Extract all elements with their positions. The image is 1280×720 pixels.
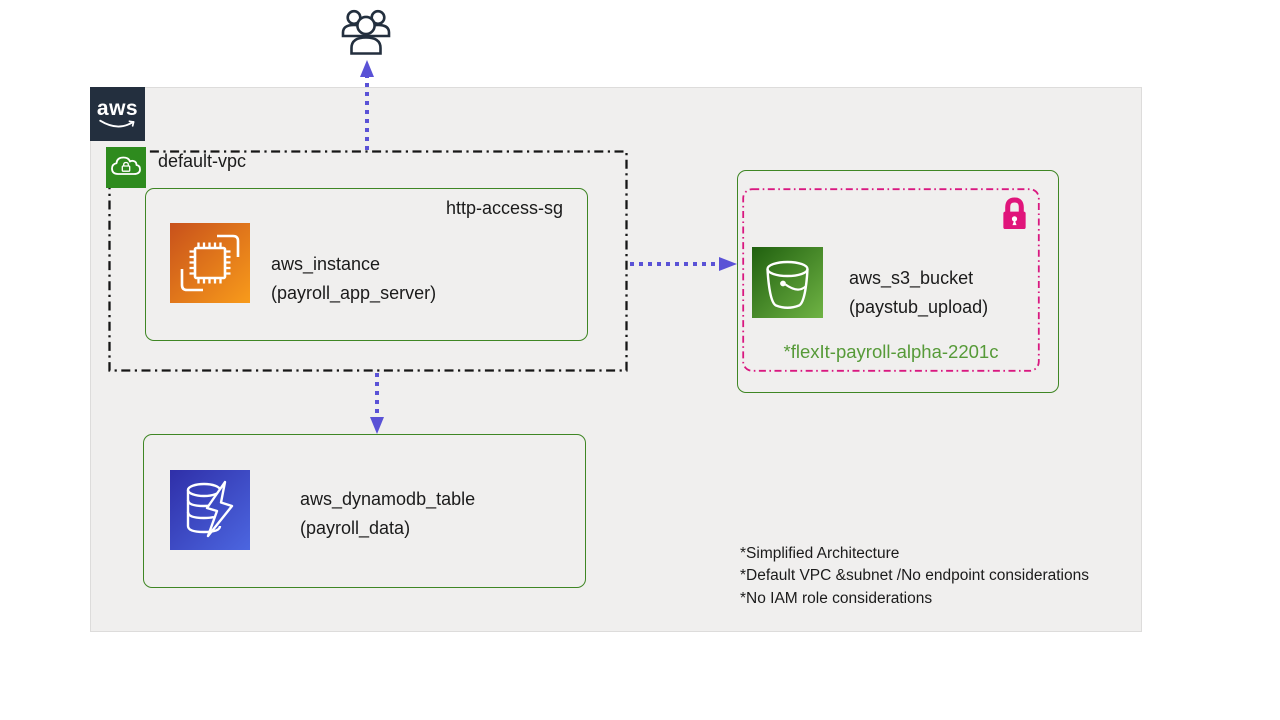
s3-name: aws_s3_bucket [849, 268, 974, 288]
s3-outer-box [737, 170, 1059, 393]
architecture-notes: *Simplified Architecture *Default VPC &s… [740, 543, 1089, 610]
dynamodb-text: aws_dynamodb_table (payroll_data) [300, 485, 475, 543]
ec2-id: (payroll_app_server) [271, 283, 437, 303]
ec2-instance-text: aws_instance (payroll_app_server) [271, 250, 436, 308]
s3-bucket-name: *flexIt-payroll-alpha-2201c [783, 341, 999, 362]
aws-logo: aws [90, 87, 145, 141]
note-line: *Default VPC &subnet /No endpoint consid… [740, 567, 1089, 585]
security-group-label: http-access-sg [445, 198, 563, 218]
vpc-boundary [108, 150, 628, 372]
ec2-instance-icon [170, 223, 250, 303]
aws-smile-icon [98, 119, 134, 127]
ec2-name: aws_instance [271, 254, 381, 274]
security-group-box: http-access-sg [145, 188, 588, 341]
vpc-label: default-vpc [158, 151, 247, 171]
aws-cloud-boundary [90, 87, 1142, 632]
dynamodb-id: (payroll_data) [300, 518, 411, 538]
dynamodb-table-icon [170, 470, 250, 550]
s3-id: (paystub_upload) [849, 297, 989, 317]
arrowhead-up [360, 60, 374, 77]
lock-icon [1003, 197, 1026, 230]
s3-bucket-text: aws_s3_bucket (paystub_upload) [849, 264, 988, 322]
vpc-cloud-lock-icon [106, 147, 146, 188]
s3-bucket-icon [752, 247, 823, 318]
dynamodb-name: aws_dynamodb_table [300, 489, 476, 509]
users-icon [341, 9, 391, 55]
note-line: *Simplified Architecture [740, 545, 900, 562]
note-line: *No IAM role considerations [740, 589, 933, 607]
aws-logo-text: aws [96, 96, 139, 120]
dynamodb-box [143, 434, 586, 588]
s3-public-boundary [742, 188, 1040, 372]
